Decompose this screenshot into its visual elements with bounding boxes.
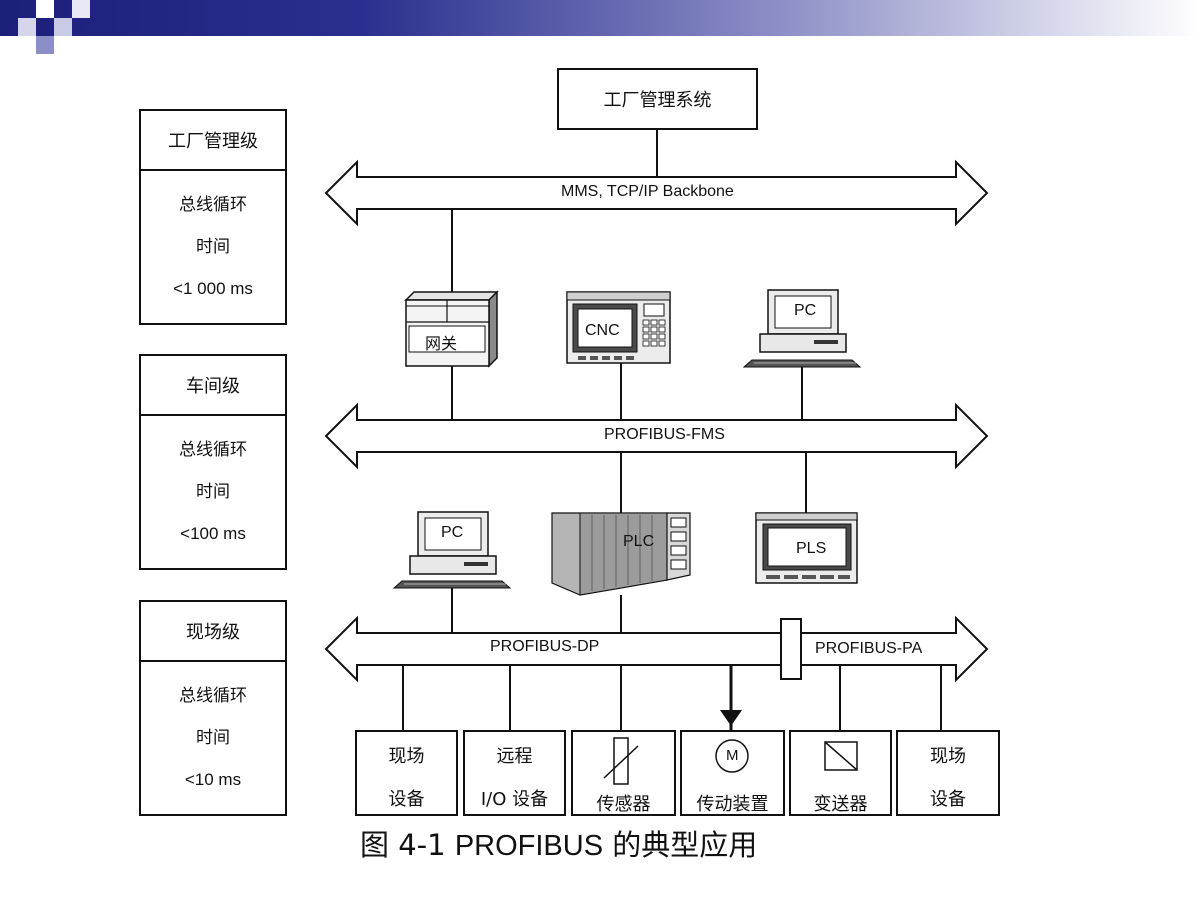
header-square-light [18, 18, 36, 36]
remote-io-device-box: 远程 I/O 设备 [463, 730, 566, 816]
field-device-line2: 设备 [930, 789, 966, 810]
field-device-line2: I/O 设备 [480, 789, 549, 810]
level-box-shop: 车间级 总线循环 时间 <100 ms [139, 354, 287, 570]
time-label: 时间 [196, 237, 230, 257]
pc-label-field: PC [441, 524, 464, 541]
plc-icon [551, 512, 691, 596]
header-square-white [36, 0, 54, 18]
pls-icon [755, 512, 858, 584]
field-device-line2: 变送器 [813, 794, 868, 815]
backbone-bus-arrow [324, 159, 989, 227]
sensor-icon [603, 737, 639, 785]
time-label: 时间 [196, 728, 230, 748]
header-square-pale [54, 18, 72, 36]
plc-label: PLC [623, 533, 655, 550]
fms-bus-label: PROFIBUS-FMS [604, 426, 725, 443]
gateway-icon [404, 290, 499, 368]
caption-suffix: 的典型应用 [603, 828, 758, 862]
sensor-box: 传感器 [571, 730, 676, 816]
header-band [0, 0, 1200, 36]
connection-lines [402, 128, 942, 731]
header-square-dark [0, 0, 18, 18]
cycle-time-value: <10 ms [184, 770, 242, 789]
cycle-time-value: <100 ms [180, 524, 246, 543]
field-device-line2: 传动装置 [696, 794, 769, 815]
figure-caption: 图 4-1 PROFIBUS 的典型应用 [360, 822, 757, 864]
motor-icon [715, 739, 749, 773]
cycle-label: 总线循环 [179, 195, 247, 215]
field-device-line1: 现场 [388, 746, 425, 767]
dp-bus-label: PROFIBUS-DP [490, 638, 600, 655]
dp-pa-bus-arrow [324, 615, 989, 683]
cnc-icon [566, 291, 671, 364]
backbone-bus-label: MMS, TCP/IP Backbone [561, 183, 734, 200]
transmitter-icon [824, 741, 858, 771]
dp-pa-coupler [780, 618, 802, 680]
time-label: 时间 [196, 482, 230, 502]
pa-bus-label: PROFIBUS-PA [815, 640, 923, 657]
caption-prefix: 图 4-1 [360, 828, 455, 862]
plant-management-system-box: 工厂管理系统 [557, 68, 758, 130]
pc-label-shop: PC [794, 302, 817, 319]
field-device-line2: 传感器 [596, 794, 651, 815]
gateway-label: 网关 [425, 334, 458, 353]
transmitter-box: 变送器 [789, 730, 892, 816]
level-box-plant-management: 工厂管理级 总线循环 时间 <1 000 ms [139, 109, 287, 325]
cycle-time-value: <1 000 ms [173, 279, 253, 298]
drive-box: 传动装置 [680, 730, 785, 816]
field-device-box-1: 现场 设备 [355, 730, 458, 816]
field-device-line2: 设备 [388, 789, 425, 810]
level-name: 工厂管理级 [141, 111, 285, 171]
header-square-mid [36, 36, 54, 54]
pc-icon-shop-level [742, 289, 862, 368]
field-device-box-2: 现场 设备 [896, 730, 1000, 816]
level-name: 现场级 [141, 602, 285, 662]
motor-label: M [726, 747, 739, 764]
field-device-line1: 远程 [496, 746, 533, 767]
pc-icon-field-level [392, 511, 512, 589]
cycle-label: 总线循环 [179, 440, 247, 460]
fms-bus-arrow [324, 402, 989, 470]
level-box-field: 现场级 总线循环 时间 <10 ms [139, 600, 287, 816]
cycle-label: 总线循环 [179, 686, 247, 706]
header-square-white2 [72, 0, 90, 18]
caption-latin: PROFIBUS [454, 830, 604, 862]
level-name: 车间级 [141, 356, 285, 416]
drive-arrowhead-icon [720, 710, 742, 726]
pls-label: PLS [796, 540, 827, 557]
field-device-line1: 现场 [930, 746, 966, 767]
cnc-label: CNC [585, 322, 620, 339]
